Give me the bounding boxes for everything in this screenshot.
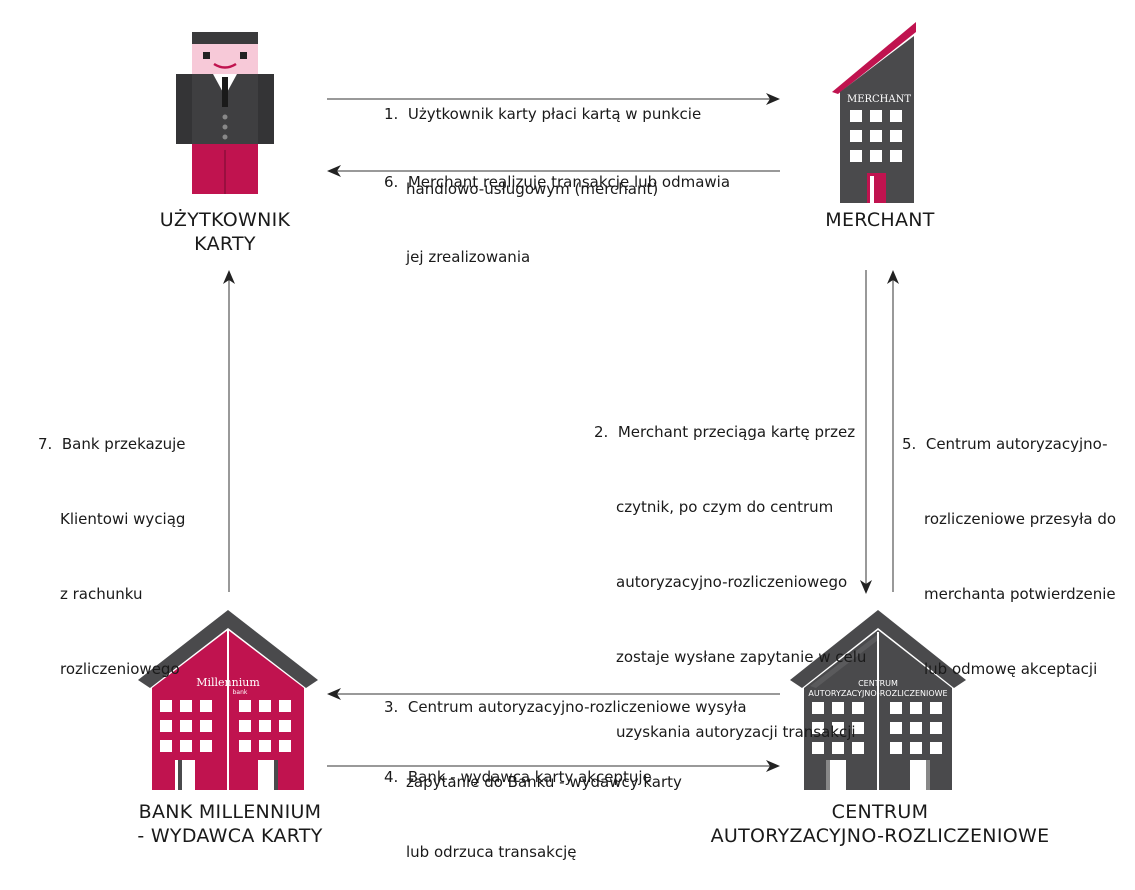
merchant-sign: MERCHANT: [847, 94, 911, 105]
window-icon: [239, 740, 251, 752]
window-icon: [870, 110, 882, 122]
step-4-text: 4. Bank - wydawca karty akceptuje lub od…: [384, 715, 652, 890]
bank-building-icon: Millennium bank: [138, 610, 318, 790]
window-icon: [160, 720, 172, 732]
step-3-line2: zapytanie do Banku - wydawcy karty: [406, 773, 682, 791]
window-icon: [890, 742, 902, 754]
step-2-line5: uzyskania autoryzacji transakcji: [616, 723, 856, 741]
window-icon: [870, 150, 882, 162]
window-icon: [180, 720, 192, 732]
window-icon: [279, 700, 291, 712]
step-5-line4: lub odmowę akceptacji: [924, 660, 1098, 678]
window-icon: [832, 722, 844, 734]
step-4-line2: lub odrzuca transakcję: [406, 843, 577, 861]
window-icon: [832, 702, 844, 714]
center-label-line1: CENTRUM: [831, 801, 929, 823]
step-2-line4: zostaje wysłane zapytanie w celu: [616, 648, 867, 666]
center-sign-line2: AUTORYZACYJNO-ROZLICZENIOWE: [808, 689, 947, 698]
window-icon: [200, 700, 212, 712]
window-icon: [279, 740, 291, 752]
center-label-line2: AUTORYZACYJNO-ROZLICZENIOWE: [710, 825, 1050, 847]
window-icon: [910, 702, 922, 714]
step-4-line1: 4. Bank - wydawca karty akceptuje: [384, 768, 652, 786]
window-icon: [850, 150, 862, 162]
step-3-line1: 3. Centrum autoryzacyjno-rozliczeniowe w…: [384, 698, 747, 716]
window-icon: [832, 742, 844, 754]
window-icon: [180, 700, 192, 712]
window-icon: [239, 720, 251, 732]
bank-label-line1: BANK MILLENNIUM: [138, 801, 322, 823]
window-icon: [200, 720, 212, 732]
window-icon: [812, 722, 824, 734]
card-user-figure: [176, 32, 274, 194]
step-6-line2: jej zrealizowania: [406, 248, 531, 266]
window-icon: [930, 702, 942, 714]
window-icon: [910, 722, 922, 734]
window-icon: [890, 150, 902, 162]
user-label: UŻYTKOWNIK KARTY: [150, 208, 300, 256]
window-icon: [890, 110, 902, 122]
window-icon: [930, 742, 942, 754]
window-icon: [259, 740, 271, 752]
window-icon: [930, 722, 942, 734]
step-2-line2: czytnik, po czym do centrum: [616, 498, 834, 516]
step-6-text: 6. Merchant realizuje transakcję lub odm…: [384, 120, 730, 295]
step-5-line1: 5. Centrum autoryzacyjno-: [902, 435, 1108, 453]
bank-sign: Millennium: [196, 676, 260, 689]
step-1-line2: handlowo-usługowym (merchant): [406, 180, 659, 198]
window-icon: [259, 700, 271, 712]
center-building-icon: CENTRUM AUTORYZACYJNO-ROZLICZENIOWE: [790, 610, 966, 790]
flow-diagram: MERCHANT Millennium bank CENTRUM AUTORYZ…: [138, 22, 966, 790]
window-icon: [812, 742, 824, 754]
window-icon: [852, 742, 864, 754]
window-icon: [870, 130, 882, 142]
user-label-line2: KARTY: [194, 233, 256, 255]
step-7-line3: z rachunku: [60, 585, 143, 603]
merchant-label-text: MERCHANT: [825, 209, 935, 231]
window-icon: [160, 700, 172, 712]
window-icon: [890, 702, 902, 714]
step-5-line3: merchanta potwierdzenie: [924, 585, 1116, 603]
center-sign-line1: CENTRUM: [858, 679, 898, 688]
window-icon: [279, 720, 291, 732]
window-icon: [852, 722, 864, 734]
merchant-building-icon: MERCHANT: [832, 22, 916, 203]
step-1-line1: 1. Użytkownik karty płaci kartą w punkci…: [384, 105, 702, 123]
merchant-label: MERCHANT: [800, 208, 960, 232]
window-icon: [890, 722, 902, 734]
step-3-text: 3. Centrum autoryzacyjno-rozliczeniowe w…: [384, 645, 747, 820]
step-5-line2: rozliczeniowe przesyła do: [924, 510, 1117, 528]
step-6-line1: 6. Merchant realizuje transakcję lub odm…: [384, 173, 731, 191]
window-icon: [160, 740, 172, 752]
step-2-line1: 2. Merchant przeciąga kartę przez: [594, 423, 856, 441]
window-icon: [850, 130, 862, 142]
window-icon: [180, 740, 192, 752]
bank-sign-sub: bank: [233, 689, 248, 696]
step-7-line1: 7. Bank przekazuje: [38, 435, 186, 453]
user-label-line1: UŻYTKOWNIK: [159, 209, 291, 231]
window-icon: [852, 702, 864, 714]
step-7-text: 7. Bank przekazuje Klientowi wyciąg z ra…: [38, 382, 185, 707]
window-icon: [239, 700, 251, 712]
window-icon: [910, 742, 922, 754]
bank-label-line2: - WYDAWCA KARTY: [137, 825, 323, 847]
window-icon: [890, 130, 902, 142]
bank-label: BANK MILLENNIUM - WYDAWCA KARTY: [110, 800, 350, 848]
step-1-text: 1. Użytkownik karty płaci kartą w punkci…: [384, 52, 701, 227]
window-icon: [200, 740, 212, 752]
step-5-text: 5. Centrum autoryzacyjno- rozliczeniowe …: [902, 382, 1116, 707]
step-7-line2: Klientowi wyciąg: [60, 510, 186, 528]
step-2-line3: autoryzacyjno-rozliczeniowego: [616, 573, 848, 591]
window-icon: [850, 110, 862, 122]
step-7-line4: rozliczeniowego: [60, 660, 180, 678]
window-icon: [259, 720, 271, 732]
window-icon: [812, 702, 824, 714]
center-label: CENTRUM AUTORYZACYJNO-ROZLICZENIOWE: [700, 800, 1060, 848]
step-2-text: 2. Merchant przeciąga kartę przez czytni…: [594, 370, 866, 770]
